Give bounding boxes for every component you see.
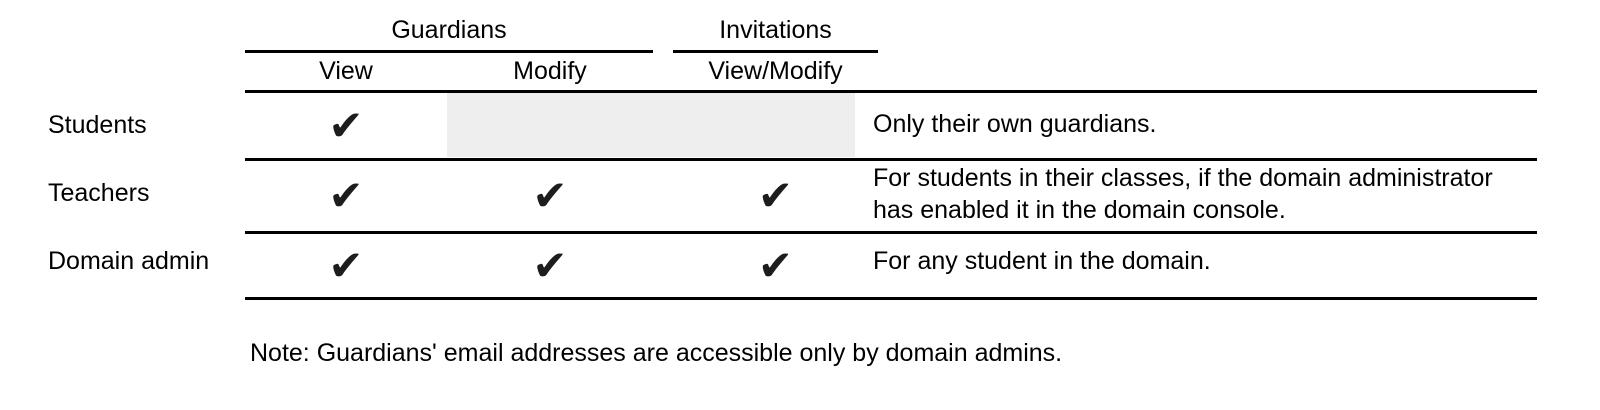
row-note-domain-admin: For any student in the domain.: [873, 247, 1537, 275]
check-icon: ✔: [328, 240, 364, 290]
students-disabled-cell: [447, 93, 855, 157]
column-header-view-modify: View/Modify: [708, 57, 843, 85]
note-line: For students in their classes, if the do…: [873, 164, 1493, 192]
check-icon: ✔: [757, 240, 794, 290]
row-label-students: Students: [48, 111, 147, 139]
row-note-students: Only their own guardians.: [873, 110, 1537, 138]
check-icon: ✔: [328, 171, 364, 220]
check-icon: ✔: [757, 171, 794, 220]
table-bottom-line: [245, 297, 1537, 300]
check-icon: ✔: [532, 240, 568, 290]
invitations-underline: [673, 50, 878, 53]
note-line: Only their own guardians.: [873, 110, 1157, 138]
guardians-underline: [245, 50, 653, 53]
check-icon: ✔: [532, 171, 568, 220]
row-note-teachers: For students in their classes, if the do…: [873, 162, 1537, 226]
note-line: has enabled it in the domain console.: [873, 196, 1286, 224]
note-line: For any student in the domain.: [873, 247, 1211, 275]
header-separator-line: [245, 90, 1537, 93]
column-header-view: View: [319, 57, 373, 85]
column-group-label-invitations: Invitations: [719, 16, 832, 44]
students-row-bottom-line: [245, 158, 1537, 161]
teachers-row-bottom-line: [245, 231, 1537, 234]
row-label-domain-admin: Domain admin: [48, 247, 210, 275]
footnote: Note: Guardians' email addresses are acc…: [250, 339, 1063, 367]
check-icon: ✔: [328, 100, 364, 150]
column-group-label-guardians: Guardians: [391, 16, 507, 44]
column-header-modify: Modify: [513, 57, 587, 85]
row-label-teachers: Teachers: [48, 179, 150, 207]
